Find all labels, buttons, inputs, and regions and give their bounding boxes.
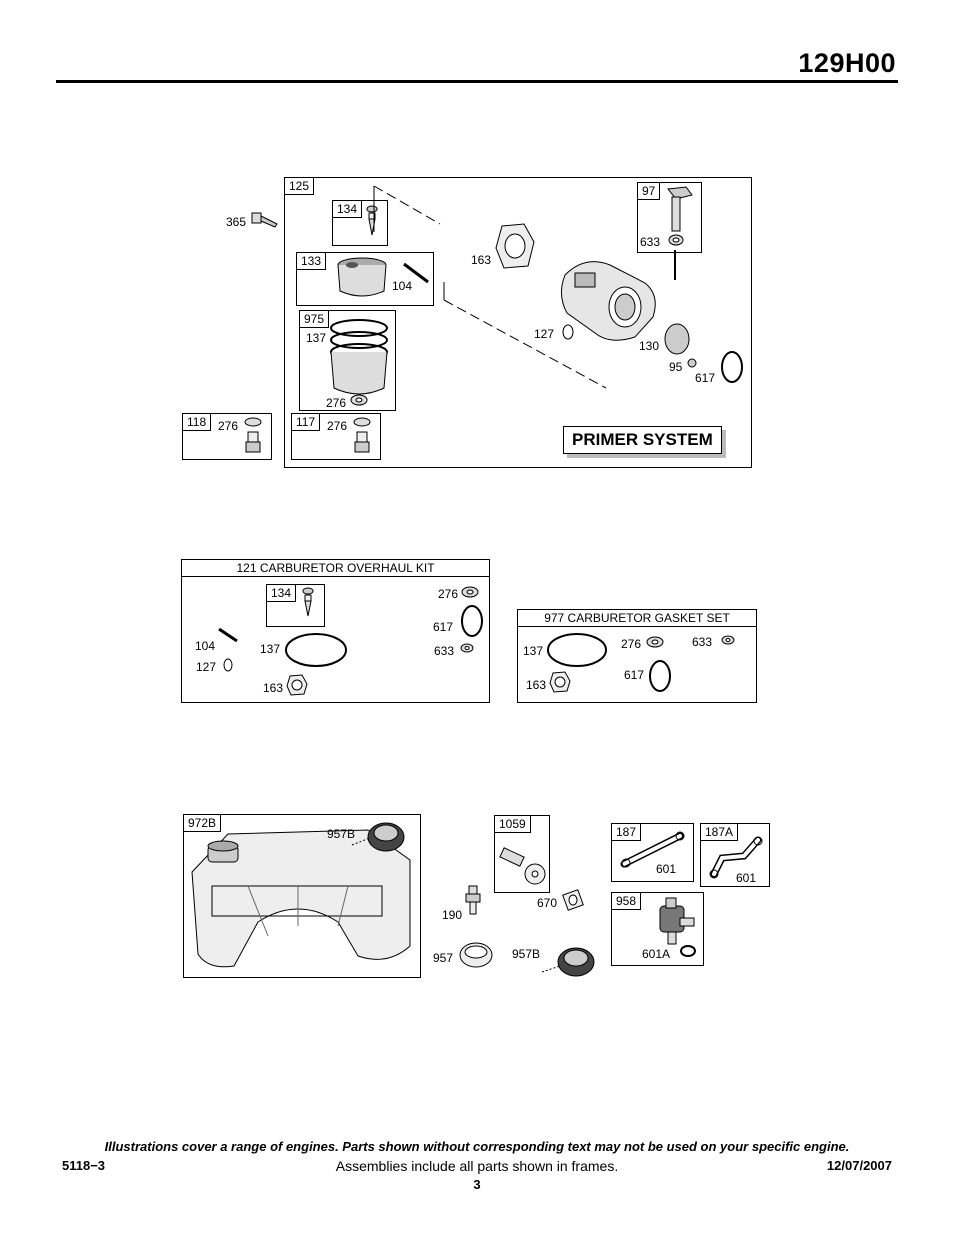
kit-title: 121 CARBURETOR OVERHAUL KIT xyxy=(182,560,489,577)
frame-tag-118: 118 xyxy=(183,414,212,431)
frame-tag-958: 958 xyxy=(612,893,642,910)
frame-tag-133: 133 xyxy=(297,253,327,270)
kit-label-104: 104 xyxy=(195,639,216,653)
frame-tag-134-kit: 134 xyxy=(267,585,297,602)
fuel-cap-icon xyxy=(351,822,405,852)
gasket-icon xyxy=(495,223,535,269)
label-130: 130 xyxy=(639,339,660,353)
hose-clamp-icon xyxy=(680,945,696,957)
bolt-icon xyxy=(353,417,371,453)
frame-tag-975: 975 xyxy=(300,311,330,328)
frame-tag-97: 97 xyxy=(638,183,661,200)
kit-label-163: 163 xyxy=(263,681,284,695)
small-screw-icon xyxy=(687,358,697,368)
dashed-leader-lines xyxy=(373,185,607,389)
page-number: 3 xyxy=(473,1177,481,1192)
label-670: 670 xyxy=(537,896,558,910)
bushing-icon xyxy=(562,889,584,911)
bowl-gasket-icon xyxy=(547,633,607,667)
label-957: 957 xyxy=(433,951,454,965)
label-276b: 276 xyxy=(218,419,239,433)
gasket-label-163: 163 xyxy=(526,678,547,692)
float-icon xyxy=(337,257,387,297)
header-rule xyxy=(56,80,898,83)
choke-shaft-icon xyxy=(667,186,693,232)
seal-icon xyxy=(668,234,684,246)
frame-tag-125: 125 xyxy=(285,178,315,195)
section-title-primer-system: PRIMER SYSTEM xyxy=(563,426,722,454)
fuel-cap-plain-icon xyxy=(459,942,493,968)
bowl-icon xyxy=(330,319,388,395)
label-104: 104 xyxy=(392,279,413,293)
carburetor-icon xyxy=(561,261,656,341)
label-617: 617 xyxy=(695,371,716,385)
choke-link-line xyxy=(674,250,676,280)
kit-label-633: 633 xyxy=(434,644,455,658)
label-95: 95 xyxy=(669,360,683,374)
label-633: 633 xyxy=(640,235,661,249)
screw-icon xyxy=(251,212,278,228)
plug-icon xyxy=(562,324,574,340)
float-pin-icon xyxy=(218,627,238,643)
document-date: 12/07/2007 xyxy=(826,1158,892,1173)
gasket-label-137: 137 xyxy=(523,644,544,658)
washer-icon xyxy=(646,636,664,648)
fuel-line-icon xyxy=(620,831,685,868)
choke-plate-icon xyxy=(664,323,690,355)
kit-label-276: 276 xyxy=(438,587,459,601)
bowl-gasket-icon xyxy=(285,633,347,667)
o-ring-icon xyxy=(721,351,743,383)
gasket-label-617: 617 xyxy=(624,668,645,682)
washer-icon xyxy=(461,586,479,598)
label-365: 365 xyxy=(226,215,247,229)
shut-off-valve-icon xyxy=(659,897,695,945)
gasket-label-633: 633 xyxy=(692,635,713,649)
label-190: 190 xyxy=(442,908,463,922)
frame-carb-overhaul-kit: 121 CARBURETOR OVERHAUL KIT xyxy=(181,559,490,703)
seal-icon xyxy=(460,643,474,653)
document-number: 5118−3 xyxy=(62,1158,106,1173)
formed-fuel-line-icon xyxy=(709,836,763,879)
disclaimer-note: Illustrations cover a range of engines. … xyxy=(104,1139,850,1154)
frame-tag-117: 117 xyxy=(292,414,321,431)
seal-icon xyxy=(721,635,735,645)
frame-tag-972B: 972B xyxy=(184,815,222,832)
fuel-valve-icon xyxy=(465,885,481,915)
kit-label-617: 617 xyxy=(433,620,454,634)
gasket-label-276: 276 xyxy=(621,637,642,651)
label-276c: 276 xyxy=(327,419,348,433)
assemblies-note: Assemblies include all parts shown in fr… xyxy=(335,1158,619,1174)
label-957B-a: 957B xyxy=(327,827,356,841)
float-pin-icon xyxy=(403,262,429,284)
label-601-a: 601 xyxy=(656,862,677,876)
gasket-icon xyxy=(549,671,571,693)
plug-icon xyxy=(223,658,233,672)
o-ring-icon xyxy=(461,605,483,637)
label-163: 163 xyxy=(471,253,492,267)
label-276a: 276 xyxy=(326,396,347,410)
o-ring-icon xyxy=(649,660,671,692)
frame-tag-134: 134 xyxy=(333,201,363,218)
bolt-icon xyxy=(244,417,262,453)
kit-label-137: 137 xyxy=(260,642,281,656)
fuel-fitting-icon xyxy=(499,847,546,885)
label-601-b: 601 xyxy=(736,871,757,885)
model-number: 129H00 xyxy=(798,48,896,78)
frame-tag-1059: 1059 xyxy=(495,816,531,833)
kit-label-127: 127 xyxy=(196,660,217,674)
gasket-icon xyxy=(286,674,308,696)
label-127: 127 xyxy=(534,327,555,341)
primer-bulb-icon xyxy=(302,587,314,617)
washer-icon xyxy=(350,394,368,406)
label-137: 137 xyxy=(306,331,327,345)
fuel-cap-icon xyxy=(541,947,595,977)
fuel-tank-icon xyxy=(191,829,411,968)
label-601A: 601A xyxy=(642,947,671,961)
gasket-set-title: 977 CARBURETOR GASKET SET xyxy=(518,610,756,627)
frame-tag-187A: 187A xyxy=(701,824,739,841)
label-957B-b: 957B xyxy=(512,947,541,961)
frame-tag-187: 187 xyxy=(612,824,642,841)
